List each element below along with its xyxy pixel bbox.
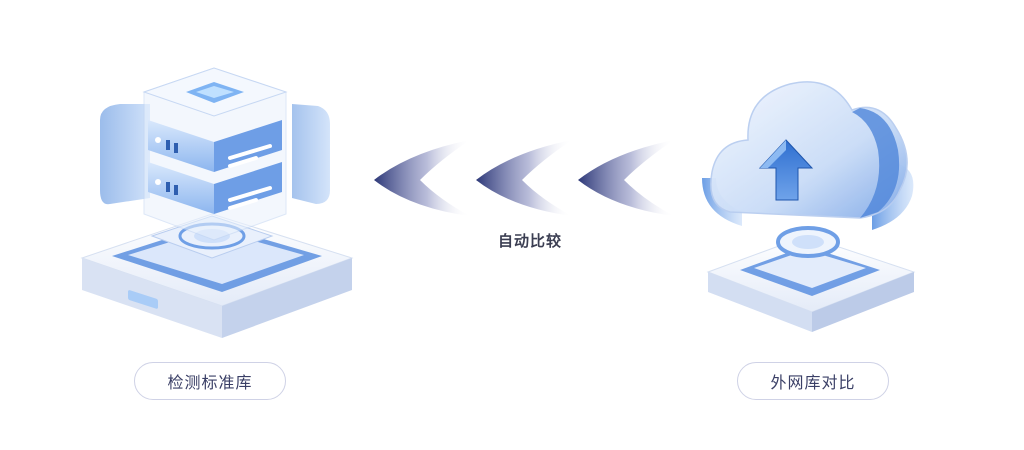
- node-label-right: 外网库对比: [737, 362, 889, 400]
- chevron-arrows-left-icon: [374, 140, 674, 216]
- node-label-right-text: 外网库对比: [770, 373, 856, 392]
- server-database-icon: [80, 67, 354, 338]
- cloud-upload-icon: [702, 81, 916, 332]
- flow-label: 自动比较: [497, 232, 562, 250]
- node-label-left-text: 检测标准库: [167, 373, 253, 392]
- node-label-left: 检测标准库: [134, 362, 286, 400]
